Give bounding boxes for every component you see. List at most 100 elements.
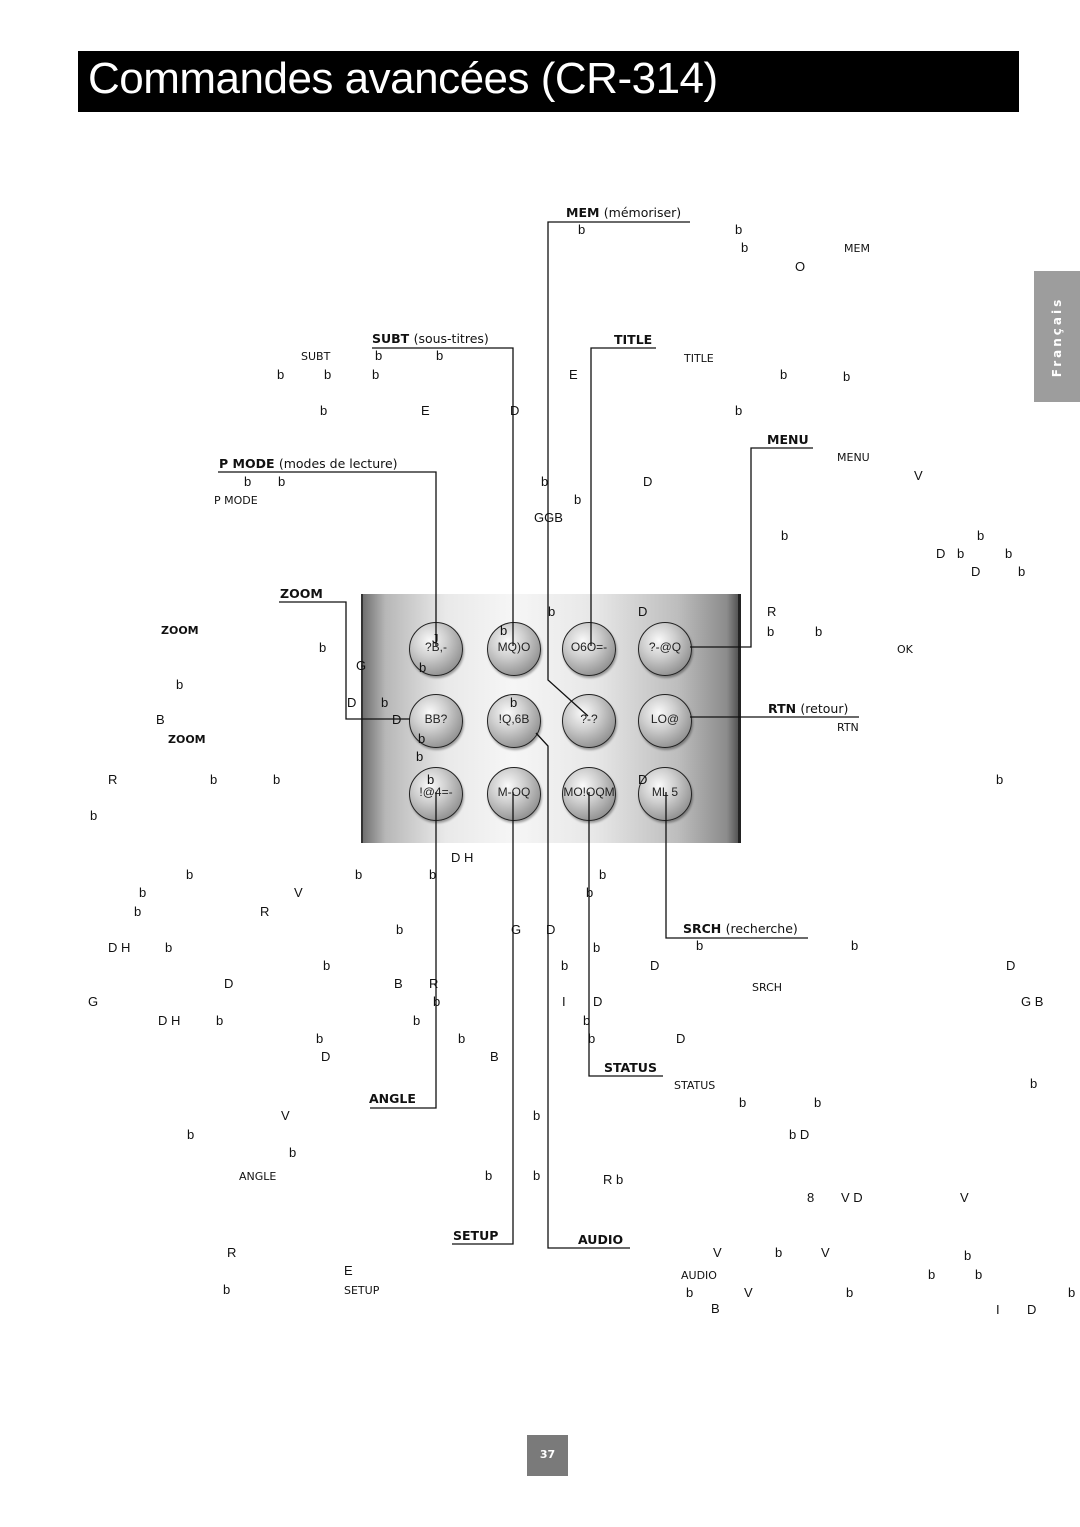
body-glyph: D xyxy=(392,712,402,727)
body-glyph: V D xyxy=(841,1190,863,1205)
body-glyph: b xyxy=(324,367,332,382)
body-glyph: E xyxy=(569,367,578,382)
text-ref-angle: ANGLE xyxy=(239,1170,277,1183)
remote-button-audio: !Q,6B xyxy=(487,694,541,748)
label-menu: MENU xyxy=(767,432,809,447)
body-glyph: b xyxy=(429,867,437,882)
text-ref-title: TITLE xyxy=(684,352,714,365)
label-pmode-desc: (modes de lecture) xyxy=(278,456,398,471)
text-ref-zoom-2: ZOOM xyxy=(168,733,206,746)
label-setup-key: SETUP xyxy=(453,1228,499,1243)
label-rtn-key: RTN xyxy=(768,701,797,716)
remote-button-label: !Q,6B xyxy=(498,712,530,726)
body-glyph: b xyxy=(510,695,518,710)
page-title: Commandes avancées (CR-314) xyxy=(88,54,718,103)
body-glyph: b D xyxy=(789,1127,810,1142)
remote-button-label: O6O=- xyxy=(570,640,608,654)
body-glyph: D xyxy=(510,403,520,418)
callout-line-srch xyxy=(665,792,808,939)
body-glyph: D xyxy=(593,994,603,1009)
text-ref-rtn: RTN xyxy=(837,721,859,734)
label-title-key: TITLE xyxy=(614,332,653,347)
body-glyph: D xyxy=(643,474,653,489)
label-subt-desc: (sous-titres) xyxy=(413,331,489,346)
body-glyph: b xyxy=(735,222,743,237)
body-glyph: b xyxy=(323,958,331,973)
body-glyph: B xyxy=(394,976,403,991)
body-glyph: D H xyxy=(451,850,474,865)
body-glyph: b xyxy=(216,1013,224,1028)
body-glyph: b xyxy=(436,348,444,363)
body-glyph: b xyxy=(355,867,363,882)
body-glyph: J xyxy=(432,631,439,646)
text-ref-status: STATUS xyxy=(674,1079,716,1092)
label-pmode-key: P MODE xyxy=(219,456,275,471)
body-glyph: b xyxy=(975,1267,983,1282)
body-glyph: b xyxy=(1030,1076,1038,1091)
label-mem-key: MEM xyxy=(566,205,600,220)
remote-button-label: BB? xyxy=(424,712,448,726)
body-glyph: b xyxy=(1068,1285,1076,1300)
body-glyph: R xyxy=(108,772,118,787)
label-angle-key: ANGLE xyxy=(369,1091,416,1106)
body-glyph: V xyxy=(960,1190,969,1205)
remote-button-mem: O6O=- xyxy=(562,622,616,676)
label-zoom: ZOOM xyxy=(280,586,323,601)
page-number: 37 xyxy=(539,1448,556,1461)
remote-button-label: M-OQ xyxy=(497,785,531,799)
body-glyph: b xyxy=(418,731,426,746)
label-audio: AUDIO xyxy=(578,1232,623,1247)
body-glyph: b xyxy=(686,1285,694,1300)
body-glyph: D xyxy=(1027,1302,1037,1317)
body-glyph: b xyxy=(210,772,218,787)
title-bar: Commandes avancées (CR-314) xyxy=(78,51,1019,112)
body-glyph: b xyxy=(815,624,823,639)
callout-line-mem xyxy=(547,221,690,717)
label-mem: MEM (mémoriser) xyxy=(566,205,681,220)
label-subt: SUBT (sous-titres) xyxy=(372,331,489,346)
text-ref-mem: MEM xyxy=(844,242,870,255)
body-glyph: b xyxy=(735,403,743,418)
remote-button-angle: !@4=- xyxy=(409,767,463,821)
body-glyph: D H xyxy=(108,940,131,955)
body-glyph: b xyxy=(977,528,985,543)
body-glyph: D xyxy=(971,564,981,579)
label-angle: ANGLE xyxy=(369,1091,416,1106)
body-glyph: b xyxy=(767,624,775,639)
callout-line-menu xyxy=(690,447,813,648)
body-glyph: b xyxy=(134,904,142,919)
body-glyph: b xyxy=(548,604,556,619)
body-glyph: D xyxy=(224,976,234,991)
body-glyph: b xyxy=(696,938,704,953)
body-glyph: B xyxy=(156,712,165,727)
body-glyph: b xyxy=(375,348,383,363)
body-glyph: B xyxy=(711,1301,720,1316)
body-glyph: I xyxy=(562,994,566,1009)
body-glyph: V xyxy=(294,885,303,900)
body-glyph: b xyxy=(780,367,788,382)
label-menu-key: MENU xyxy=(767,432,809,447)
text-ref-subt: SUBT xyxy=(301,350,331,363)
body-glyph: b xyxy=(851,938,859,953)
remote-button-pmode: ?-? xyxy=(562,694,616,748)
label-status-key: STATUS xyxy=(604,1060,657,1075)
body-glyph: V xyxy=(713,1245,722,1260)
body-glyph: b xyxy=(578,222,586,237)
remote-button-label: ?-@Q xyxy=(648,640,682,654)
callout-line-pmode xyxy=(218,471,437,646)
body-glyph: V xyxy=(744,1285,753,1300)
body-glyph: G xyxy=(356,658,367,673)
body-glyph: R xyxy=(227,1245,237,1260)
body-glyph: b xyxy=(533,1168,541,1183)
body-glyph: D xyxy=(638,604,648,619)
body-glyph: b xyxy=(244,474,252,489)
label-mem-desc: (mémoriser) xyxy=(603,205,682,220)
body-glyph: G xyxy=(88,994,99,1009)
body-glyph: b xyxy=(964,1248,972,1263)
body-glyph: b xyxy=(574,492,582,507)
body-glyph: E xyxy=(421,403,430,418)
body-glyph: G B xyxy=(1021,994,1044,1009)
label-pmode: P MODE (modes de lecture) xyxy=(219,456,398,471)
body-glyph: D xyxy=(936,546,946,561)
